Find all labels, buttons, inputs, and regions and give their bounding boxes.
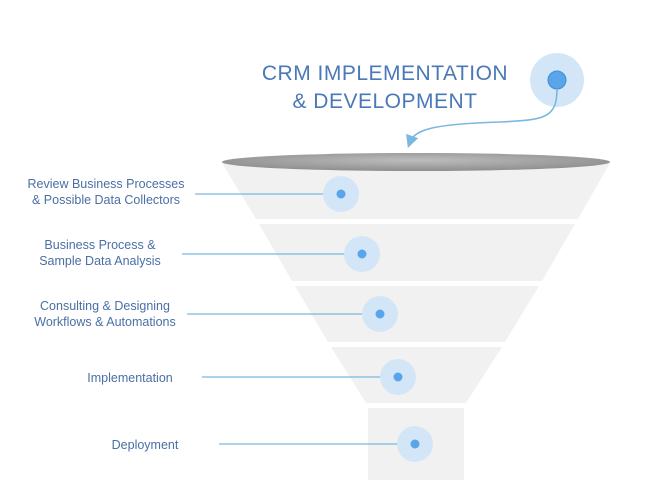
- step-marker-3: [362, 296, 398, 332]
- step-marker-2: [344, 236, 380, 272]
- step-label-4: Implementation: [60, 370, 200, 386]
- step-label-line: Business Process &: [44, 238, 156, 252]
- step-label-line: & Possible Data Collectors: [32, 193, 180, 207]
- step-marker-1: [323, 176, 359, 212]
- diagram-title-line-1: CRM IMPLEMENTATION: [261, 62, 509, 85]
- circle-marker-icon: [357, 249, 367, 259]
- step-label-line: Consulting & Designing: [40, 299, 170, 313]
- diagram-title-line-2: & DEVELOPMENT: [292, 90, 478, 113]
- top-marker-icon: [547, 70, 567, 90]
- circle-marker-icon: [393, 372, 403, 382]
- step-marker-4: [380, 359, 416, 395]
- step-label-1: Review Business Processes & Possible Dat…: [20, 176, 192, 208]
- step-label-line: Implementation: [87, 371, 173, 385]
- step-label-line: Deployment: [111, 438, 179, 452]
- funnel-segment-1: [222, 163, 610, 219]
- funnel-segment-3: [295, 286, 539, 342]
- step-label-2: Business Process & Sample Data Analysis: [20, 237, 180, 269]
- step-marker-5: [397, 426, 433, 462]
- step-label-line: Sample Data Analysis: [39, 254, 161, 268]
- curved-arrow-icon: [406, 88, 558, 149]
- step-label-3: Consulting & Designing Workflows & Autom…: [20, 298, 190, 330]
- funnel-segment-2: [259, 224, 575, 281]
- circle-marker-icon: [336, 189, 346, 199]
- step-label-line: Workflows & Automations: [34, 315, 176, 329]
- circle-marker-icon: [410, 439, 420, 449]
- circle-marker-icon: [375, 309, 385, 319]
- step-label-5: Deployment: [75, 437, 215, 453]
- funnel-segment-4: [331, 347, 502, 403]
- funnel-rim: [222, 153, 610, 171]
- step-label-line: Review Business Processes: [27, 177, 185, 191]
